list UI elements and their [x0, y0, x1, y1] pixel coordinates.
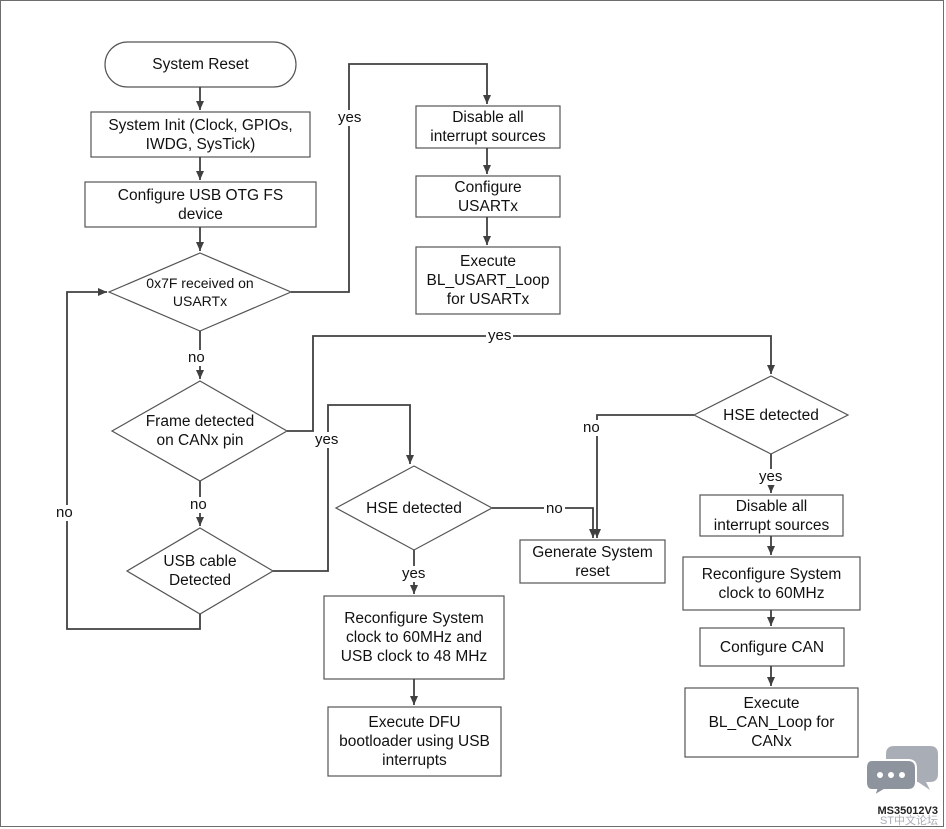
- configure-usb-shape: [84, 181, 317, 228]
- label-no-hse-can: no: [581, 419, 602, 436]
- configure-usb-node: Configure USB OTG FS device: [117, 186, 284, 223]
- watermark-text: ST中文论坛: [879, 815, 938, 827]
- figure-id: MS35012V3: [877, 805, 938, 817]
- execute-can-loop-node: Execute BL_CAN_Loop for CANx: [708, 695, 835, 750]
- label-no-hse-usb: no: [544, 500, 565, 517]
- label-no-frame: no: [188, 496, 209, 513]
- frame-detected-decision: Frame detected on CANx pin: [145, 413, 255, 449]
- execute-dfu-node: Execute DFU bootloader using USB interru…: [339, 714, 490, 769]
- configure-usart-node: Configure USARTx: [454, 178, 522, 215]
- disable-int-can-shape: [699, 494, 844, 537]
- chat-bubble-icon: [865, 746, 938, 796]
- disable-int-usart-shape: [415, 105, 561, 149]
- execute-usart-loop-shape: [415, 246, 561, 315]
- execute-dfu-shape: [327, 706, 502, 777]
- disable-interrupts-can-node: Disable all interrupt sources: [713, 497, 830, 534]
- reconfigure-can-node: Reconfigure System clock to 60MHz: [701, 565, 842, 602]
- execute-usart-loop-node: Execute BL_USART_Loop for USARTx: [426, 253, 550, 308]
- usb-cable-decision: USB cable Detected: [163, 553, 237, 589]
- system-init-node: System Init (Clock, GPIOs, IWDG, SysTick…: [108, 116, 293, 153]
- configure-can-node: Configure CAN: [719, 638, 825, 656]
- arrow-usb-cable-yes: [273, 404, 414, 572]
- label-yes-usart: yes: [336, 109, 364, 126]
- arrow-hse-usb-no: [492, 507, 597, 538]
- execute-can-loop-shape: [684, 687, 859, 758]
- generate-reset-node: Generate System reset: [532, 543, 653, 580]
- label-yes-usb-cable: yes: [313, 431, 341, 448]
- arrow-hse-can-no: [593, 414, 694, 538]
- label-yes-frame: yes: [486, 327, 514, 344]
- label-no-loop: no: [54, 504, 75, 521]
- arrow-usart-yes: [291, 63, 491, 293]
- label-yes-hse-usb: yes: [400, 565, 428, 582]
- disable-interrupts-usart-node: Disable all interrupt sources: [430, 109, 546, 145]
- label-yes-hse-can: yes: [757, 468, 785, 485]
- reconfigure-usb-shape: [323, 595, 505, 680]
- label-no-usart: no: [186, 349, 207, 366]
- hse-detected-usb-decision: HSE detected: [366, 499, 462, 517]
- reconfigure-usb-node: Reconfigure System clock to 60MHz and US…: [340, 610, 488, 665]
- hse-detected-can-decision: HSE detected: [723, 406, 819, 424]
- configure-usart-shape: [415, 175, 561, 218]
- configure-can-shape: [699, 627, 845, 667]
- generate-reset-shape: [519, 539, 666, 584]
- arrow-frame-yes: [287, 335, 775, 432]
- system-init-shape: [90, 111, 311, 158]
- arrow-loop-no: [66, 288, 201, 630]
- system-reset-node: System Reset: [152, 56, 249, 73]
- usart-received-decision: 0x7F received on USARTx: [146, 275, 254, 309]
